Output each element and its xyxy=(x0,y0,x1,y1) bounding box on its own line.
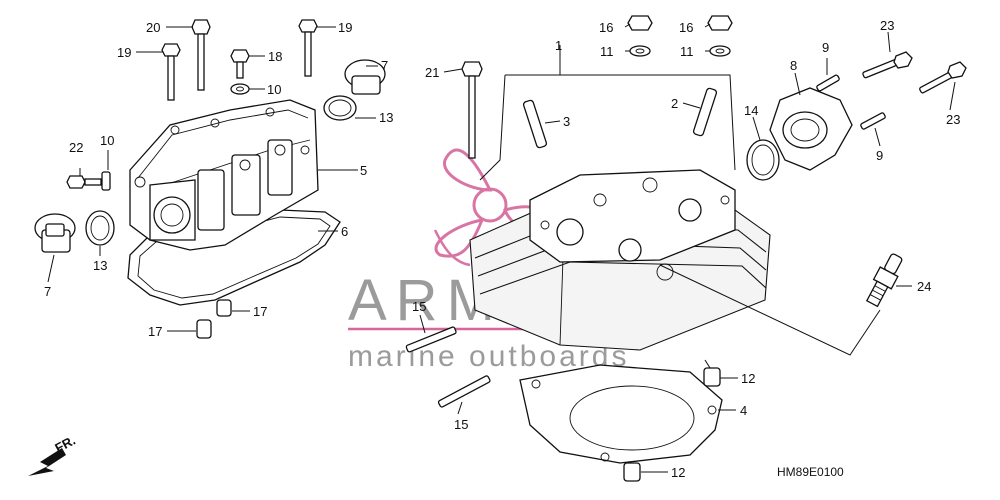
callout-20: 20 xyxy=(146,20,160,35)
stud-15-b xyxy=(437,375,491,408)
callout-24: 24 xyxy=(917,279,931,294)
bolt-23-a xyxy=(862,51,913,79)
callout-23-right: 23 xyxy=(946,112,960,127)
callout-15-a: 15 xyxy=(412,299,426,314)
callout-10-side: 10 xyxy=(100,133,114,148)
callout-16-a: 16 xyxy=(599,20,613,35)
diagram-code: HM89E0100 xyxy=(777,465,844,479)
callout-13-left: 13 xyxy=(93,258,107,273)
bolt-21 xyxy=(461,61,483,159)
callout-19-right: 19 xyxy=(338,20,352,35)
callout-16-b: 16 xyxy=(679,20,693,35)
bolt-22 xyxy=(66,175,102,189)
callout-12-a: 12 xyxy=(741,371,755,386)
washer-10-top xyxy=(230,83,250,95)
callout-10-top: 10 xyxy=(267,82,281,97)
callout-11-a: 11 xyxy=(600,44,614,59)
callout-3: 3 xyxy=(563,114,570,129)
front-arrow-icon xyxy=(28,448,66,476)
callout-17-b: 17 xyxy=(253,304,267,319)
dowel-12-b xyxy=(623,462,641,482)
dowel-12-a xyxy=(703,367,721,387)
oil-filler-cap-7-top xyxy=(344,59,386,95)
cylinder-head xyxy=(469,169,771,351)
o-ring-13-left xyxy=(85,210,115,246)
callout-1: 1 xyxy=(555,38,562,53)
nut-16-a xyxy=(627,15,653,31)
callout-9-top: 9 xyxy=(822,40,829,55)
bolt-23-b xyxy=(919,61,967,94)
callout-15-b: 15 xyxy=(454,417,468,432)
intake-pipe-8 xyxy=(769,87,853,171)
cylinder-head-cover xyxy=(129,99,319,251)
cylinder-head-gasket xyxy=(519,364,723,464)
callout-23-top: 23 xyxy=(880,18,894,33)
callout-9-low: 9 xyxy=(876,148,883,163)
bolt-20 xyxy=(191,19,211,91)
washer-10-side xyxy=(101,171,111,191)
callout-14: 14 xyxy=(744,103,758,118)
callout-12-b: 12 xyxy=(671,465,685,480)
callout-8: 8 xyxy=(790,58,797,73)
callout-7-left: 7 xyxy=(44,284,51,299)
nut-16-b xyxy=(707,15,733,31)
stud-9-b xyxy=(860,112,886,130)
callout-11-b: 11 xyxy=(680,44,694,59)
callout-5: 5 xyxy=(360,163,367,178)
callout-22: 22 xyxy=(69,140,83,155)
callout-7-top: 7 xyxy=(381,58,388,73)
callout-17-a: 17 xyxy=(148,324,162,339)
bolt-18 xyxy=(230,49,250,79)
washer-11-a xyxy=(629,45,651,57)
stud-9-a xyxy=(816,74,840,92)
callout-labels: 1 2 3 4 5 6 7 7 8 9 9 10 10 11 11 12 12 … xyxy=(44,18,960,480)
o-ring-14 xyxy=(746,139,780,181)
callout-19-left: 19 xyxy=(117,45,131,60)
bolt-19-right xyxy=(298,19,318,77)
callout-2: 2 xyxy=(671,96,678,111)
stud-2 xyxy=(692,87,718,137)
callout-21: 21 xyxy=(425,65,439,80)
leader-lines xyxy=(47,23,956,473)
stud-3 xyxy=(522,99,548,149)
dowel-pin-17-a xyxy=(196,319,212,339)
callout-4: 4 xyxy=(740,403,747,418)
dowel-pin-17-b xyxy=(216,299,232,317)
callout-13-top: 13 xyxy=(379,110,393,125)
callout-18: 18 xyxy=(268,49,282,64)
o-ring-13-top xyxy=(323,95,357,121)
oil-filler-cap-7-left xyxy=(34,213,76,253)
stud-15-a xyxy=(405,326,457,353)
bolt-19-left xyxy=(161,43,181,101)
spark-plug-24 xyxy=(865,253,903,308)
callout-6: 6 xyxy=(341,224,348,239)
washer-11-b xyxy=(709,45,731,57)
